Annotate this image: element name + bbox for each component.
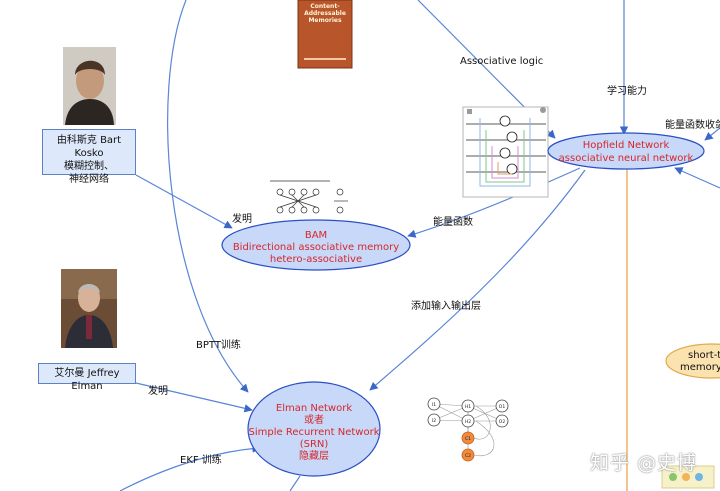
bam-title: BAM xyxy=(305,230,327,241)
label-learning-ability: 学习能力 xyxy=(607,84,647,97)
book-cover-image: Content- Addressable Memories xyxy=(297,0,353,69)
srn-node-o2: O2 xyxy=(499,419,506,425)
edge-top-to-elman xyxy=(167,0,249,393)
edge-ekf xyxy=(119,444,261,491)
bam-sketch-image xyxy=(270,180,348,214)
edge-energy-convergence xyxy=(704,127,720,141)
kosko-photo xyxy=(63,47,116,125)
lstm-node-partial[interactable]: short-te memory ( xyxy=(665,343,720,379)
elman-srn-name: Simple Recurrent Network xyxy=(249,427,380,438)
label-energy-convergence: 能量函数收敛 xyxy=(665,118,720,131)
edge-kosko-bam xyxy=(135,174,233,229)
kosko-name: 由科斯克 Bart Kosko xyxy=(56,135,122,159)
elman-srn-abbr: (SRN) xyxy=(300,439,329,450)
lstm-line2: memory ( xyxy=(680,362,720,373)
label-energy-function: 能量函数 xyxy=(433,215,473,228)
srn-node-i2: I2 xyxy=(432,418,436,424)
srn-node-h1: H1 xyxy=(465,404,471,410)
label-bptt-training: BPTT训练 xyxy=(196,338,241,351)
edge-energy-function xyxy=(407,167,581,238)
elman-photo xyxy=(61,269,117,348)
label-associative-logic: Associative logic xyxy=(460,56,543,67)
lstm-line1: short-te xyxy=(688,350,720,361)
edge-elman-person xyxy=(135,382,253,413)
elman-label-box[interactable]: 艾尔曼 Jeffrey Elman xyxy=(38,363,136,392)
elman-hidden-layer: 隐藏层 xyxy=(299,450,329,462)
elman-person-name: 艾尔曼 Jeffrey Elman xyxy=(54,368,120,392)
hopfield-network-node[interactable]: Hopfield Network associative neural netw… xyxy=(547,132,705,170)
elman-or: 或者 xyxy=(304,414,324,426)
edge-bottom xyxy=(289,475,301,491)
edge-add-io-layer xyxy=(369,169,586,391)
srn-node-c2: C2 xyxy=(465,453,471,459)
srn-node-o1: O1 xyxy=(499,404,506,410)
kosko-role: 模糊控制、 xyxy=(64,161,114,172)
elman-title: Elman Network xyxy=(276,403,352,414)
kosko-field: 神经网络 xyxy=(69,174,109,185)
label-ekf-training: EKF 训练 xyxy=(180,453,222,466)
hopfield-title: Hopfield Network xyxy=(583,140,670,151)
sticker-decoration xyxy=(661,465,715,489)
label-invented-bam: 发明 xyxy=(232,212,252,225)
label-add-io-layer: 添加输入输出层 xyxy=(411,299,481,312)
kosko-label-box[interactable]: 由科斯克 Bart Kosko 模糊控制、 神经网络 xyxy=(42,129,136,185)
elman-network-node[interactable]: Elman Network 或者 Simple Recurrent Networ… xyxy=(247,381,381,477)
hopfield-subtitle: associative neural network xyxy=(559,153,694,164)
label-invented-elman: 发明 xyxy=(148,384,168,397)
svg-text:Memories: Memories xyxy=(308,17,341,24)
edge-hopfield-right xyxy=(674,167,720,189)
bam-full-name: Bidirectional associative memory xyxy=(233,242,399,253)
srn-node-i1: I1 xyxy=(432,402,436,408)
srn-network-diagram: I1 I2 H1 H2 O1 O2 C1 C2 xyxy=(427,397,509,462)
edges xyxy=(119,0,720,491)
svg-text:Content-: Content- xyxy=(310,3,340,10)
svg-text:Addressable: Addressable xyxy=(304,10,346,17)
srn-node-c1: C1 xyxy=(465,436,471,442)
hopfield-circuit-image xyxy=(462,106,549,198)
srn-node-h2: H2 xyxy=(465,419,471,425)
bam-type: hetero-associative xyxy=(270,254,362,265)
bam-node[interactable]: BAM Bidirectional associative memory het… xyxy=(221,219,411,271)
zhihu-watermark: 知乎 @史博 xyxy=(590,452,698,474)
